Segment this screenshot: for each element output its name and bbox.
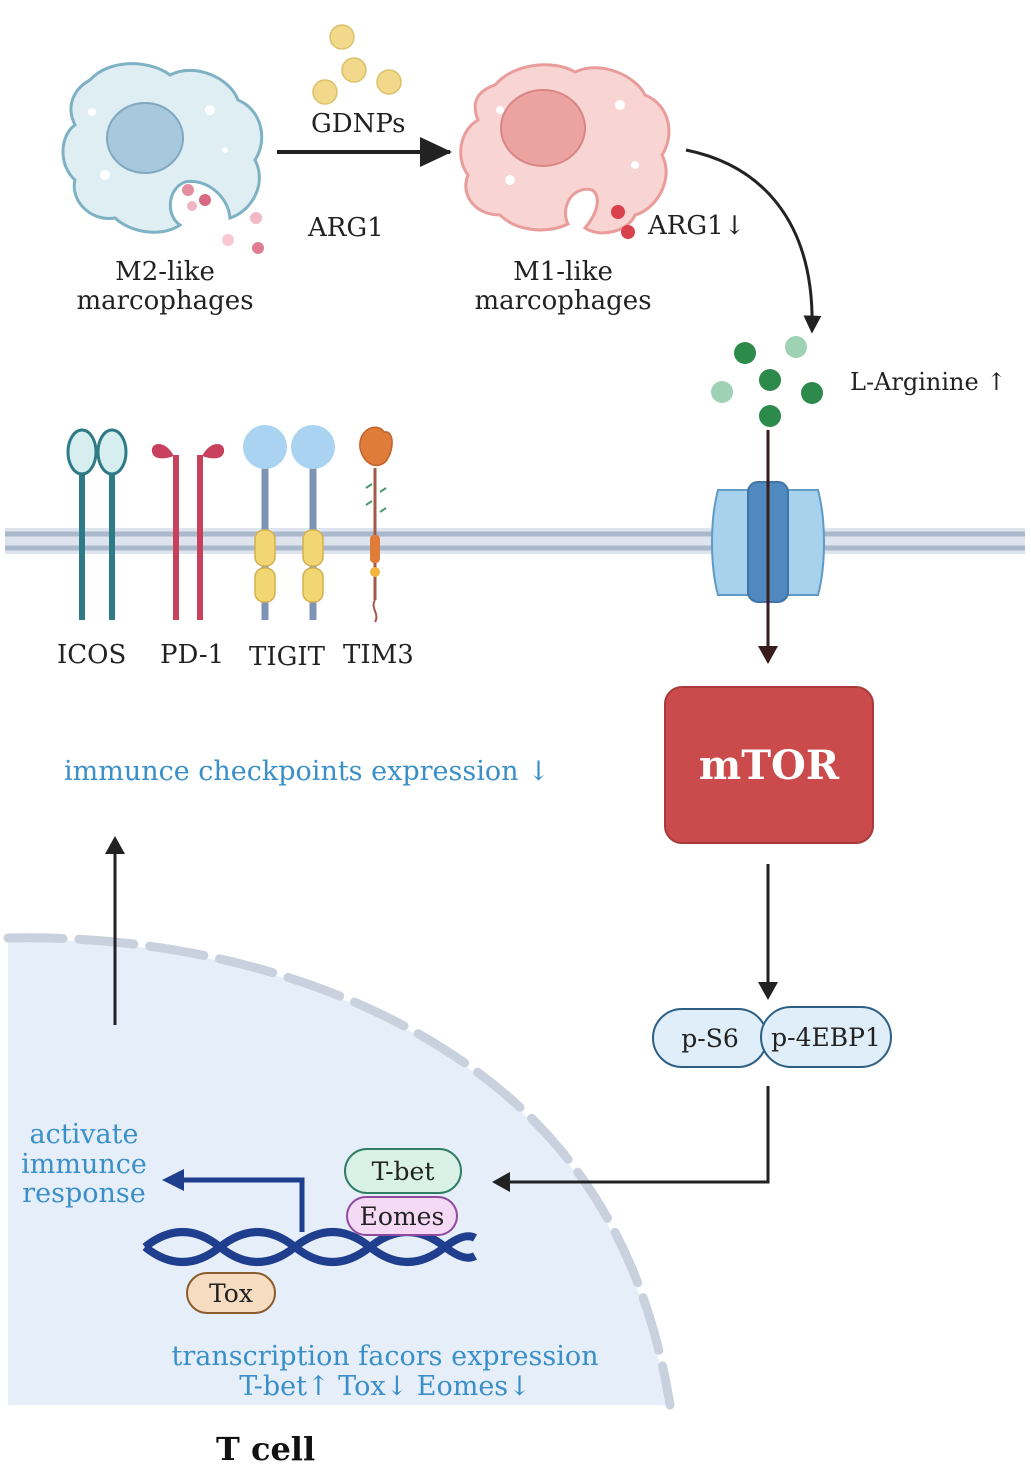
- tox-pill: Tox: [186, 1272, 276, 1314]
- gdnp-particles: [312, 24, 402, 105]
- m1-to-arginine-arrow: [685, 148, 822, 334]
- receptor-label-pd1: PD-1: [160, 640, 225, 670]
- tigit-receptor: [243, 425, 335, 620]
- eomes-pill: Eomes: [346, 1196, 458, 1236]
- activate-immune-response-label: activate immunce response: [18, 1120, 150, 1209]
- tbet-pill: T-bet: [344, 1148, 462, 1194]
- transcription-arrow: [180, 1177, 305, 1232]
- mtor-box: mTOR: [664, 686, 874, 844]
- l-arginine-particles: [711, 336, 823, 427]
- m2-label-line1: M2-like: [115, 257, 215, 287]
- t-cell-label: T cell: [216, 1430, 316, 1468]
- m2-label-line2: marcophages: [76, 285, 254, 316]
- checkpoints-expression-label: immunce checkpoints expression ↓: [64, 756, 550, 787]
- m1-macrophage-label: M1-like marcophages: [468, 258, 658, 315]
- dna-helix: [142, 1228, 477, 1266]
- m1-label-line2: marcophages: [474, 285, 652, 316]
- gdnps-label: GDNPs: [311, 109, 406, 139]
- p4ebp1-pill: p-4EBP1: [760, 1006, 892, 1068]
- nucleus: [8, 939, 668, 1405]
- ps6-pill: p-S6: [652, 1008, 768, 1068]
- m1-label-line1: M1-like: [513, 257, 613, 287]
- activate-line1: activate: [29, 1119, 139, 1150]
- m2-macrophage: [61, 62, 264, 254]
- substrates-to-tf-arrow: [510, 1086, 770, 1184]
- arg1-m1-label: ARG1↓: [648, 211, 746, 241]
- transcription-factors-label: transcription facors expression T-bet↑ T…: [170, 1342, 600, 1401]
- mtor-label: mTOR: [698, 741, 840, 789]
- activate-line3: response: [22, 1178, 146, 1210]
- m2-macrophage-label: M2-like marcophages: [70, 258, 260, 315]
- nuclear-envelope: [3, 933, 675, 1410]
- tim3-receptor: [359, 426, 393, 623]
- arg1-m2-label: ARG1: [308, 213, 384, 243]
- l-arginine-label: L-Arginine ↑: [850, 368, 1007, 396]
- pd1-receptor: [151, 443, 225, 620]
- icos-receptor: [66, 428, 128, 620]
- receptor-label-icos: ICOS: [57, 640, 127, 670]
- receptor-label-tigit: TIGIT: [249, 642, 325, 672]
- tf-line1: transcription facors expression: [171, 1341, 599, 1372]
- tf-line2: T-bet↑ Tox↓ Eomes↓: [239, 1370, 531, 1402]
- activate-line2: immunce: [21, 1148, 147, 1180]
- m1-macrophage: [459, 63, 671, 239]
- receptor-label-tim3: TIM3: [343, 640, 414, 670]
